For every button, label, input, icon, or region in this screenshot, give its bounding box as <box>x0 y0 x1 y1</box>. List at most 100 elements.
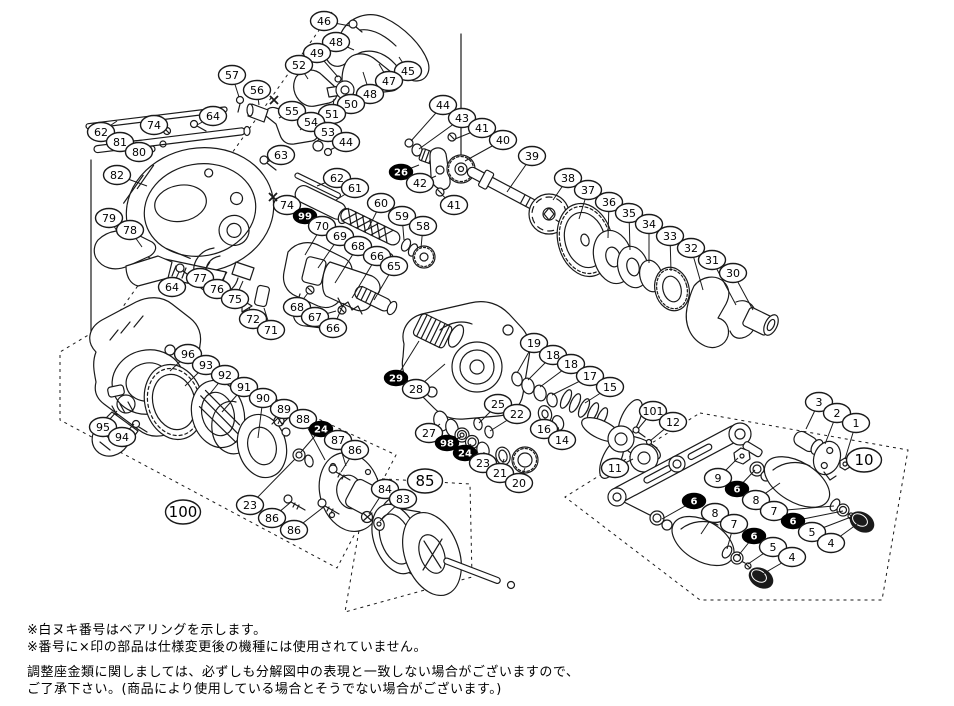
callout-balloon <box>107 426 137 448</box>
callout-number: 12 <box>666 416 680 429</box>
callout-number: 33 <box>663 230 677 243</box>
callout-number: 76 <box>210 283 224 296</box>
callout-balloon <box>309 10 339 32</box>
callout-58: 58 <box>408 215 438 249</box>
callout-47: 47 <box>374 63 404 92</box>
callout-balloon <box>321 31 351 53</box>
callout-balloon <box>288 408 318 430</box>
callout-number: 84 <box>378 483 392 496</box>
callout-balloon <box>658 411 688 433</box>
clamp-knob-art <box>189 69 355 171</box>
callout-balloon <box>556 353 586 375</box>
callout-number: 71 <box>264 324 278 337</box>
callout-number: 24 <box>314 425 328 436</box>
callout-balloon <box>841 412 871 434</box>
callout-balloon <box>340 439 370 461</box>
callout-balloon <box>719 513 749 535</box>
callout-balloon <box>485 462 515 484</box>
callout-10: 10 <box>845 447 883 473</box>
callout-number: 4 <box>828 537 835 550</box>
callout-86: 86 <box>257 501 292 529</box>
callout-89: 89 <box>269 398 299 425</box>
callout-14: 14 <box>547 426 577 451</box>
callout-number: 100 <box>169 503 198 521</box>
callout-balloon <box>318 317 348 339</box>
callout-94: 94 <box>107 423 137 448</box>
callout-number: 11 <box>608 462 622 475</box>
callout-balloon <box>266 144 296 166</box>
callout-number: 66 <box>326 322 340 335</box>
callout-number: 64 <box>206 110 220 123</box>
callout-balloon <box>94 207 124 229</box>
ring-and-drum-art <box>143 363 314 479</box>
callout-number: 37 <box>581 184 595 197</box>
callout-number: 74 <box>280 199 294 212</box>
callout-number: 98 <box>440 439 454 450</box>
callout-64: 64 <box>196 105 228 127</box>
worm-shaft-art <box>294 172 436 269</box>
callout-number: 94 <box>115 431 129 444</box>
callout-number: 89 <box>277 403 291 416</box>
disclaimer-line-1: 調整座金類に関しましては、必ずしも分解図中の表現と一致しない場合がございますので… <box>27 665 580 680</box>
callout-1: 1 <box>841 412 871 460</box>
callout-balloon <box>86 121 116 143</box>
callout-number: 101 <box>643 405 664 418</box>
callout-number: 86 <box>348 444 362 457</box>
callout-number: 51 <box>325 108 339 121</box>
callout-number: 65 <box>387 260 401 273</box>
callout-balloon <box>242 79 272 101</box>
callout-74: 74 <box>139 114 169 136</box>
callout-balloon <box>447 107 477 129</box>
callout-19: 19 <box>516 332 549 374</box>
callout-100: 100 <box>164 499 202 525</box>
callout-number: 44 <box>339 136 353 149</box>
callout-45: 45 <box>393 56 423 82</box>
callout-90: 90 <box>248 387 278 439</box>
callout-number: 67 <box>308 311 322 324</box>
callout-number: 58 <box>416 220 430 233</box>
callout-number: 62 <box>330 172 344 185</box>
callout-number: 77 <box>193 272 207 285</box>
callout-33: 33 <box>655 225 685 272</box>
callout-balloon <box>279 519 309 541</box>
callout-balloon <box>517 145 547 167</box>
callout-23: 23 <box>235 458 296 516</box>
callout-balloon <box>816 532 846 554</box>
callout-balloon <box>703 467 733 489</box>
callout-balloon <box>210 364 240 386</box>
main-frame-art <box>401 301 531 420</box>
callout-number: 70 <box>315 220 329 233</box>
callout-38: 38 <box>552 167 583 201</box>
callout-number: 6 <box>790 517 797 528</box>
callout-balloon <box>220 288 250 310</box>
callout-balloon <box>780 512 806 530</box>
callout-31: 31 <box>697 249 737 306</box>
callout-balloon <box>229 376 259 398</box>
callout-number: 22 <box>510 408 524 421</box>
callout-41: 41 <box>454 117 497 140</box>
callout-number: 27 <box>422 427 436 440</box>
callout-26: 26 <box>388 163 420 181</box>
callout-22: 22 <box>489 403 532 432</box>
pinion-gear-art <box>404 132 546 214</box>
gear-train-art <box>528 193 779 349</box>
callout-59: 59 <box>387 205 417 241</box>
callout-balloon <box>284 54 314 76</box>
callout-number: 42 <box>413 177 427 190</box>
callout-number: 74 <box>147 119 161 132</box>
assembly-box-10 <box>564 412 909 601</box>
callout-balloon <box>483 393 513 415</box>
callout-number: 54 <box>304 116 318 129</box>
callout-7: 7 <box>759 500 835 522</box>
callout-balloon <box>164 499 202 525</box>
callout-40: 40 <box>464 129 518 162</box>
callout-48: 48 <box>321 31 355 53</box>
callout-57: 57 <box>217 64 247 98</box>
callout-number: 68 <box>351 240 365 253</box>
callout-balloon <box>655 225 685 247</box>
callout-number: 38 <box>561 172 575 185</box>
callout-balloon <box>408 215 438 237</box>
footnote-xmark: ※番号に×印の部品は仕様変更後の機種には使用されていません。 <box>27 640 428 655</box>
footnote-bearing: ※白ヌキ番号はベアリングを示します。 <box>27 623 267 638</box>
